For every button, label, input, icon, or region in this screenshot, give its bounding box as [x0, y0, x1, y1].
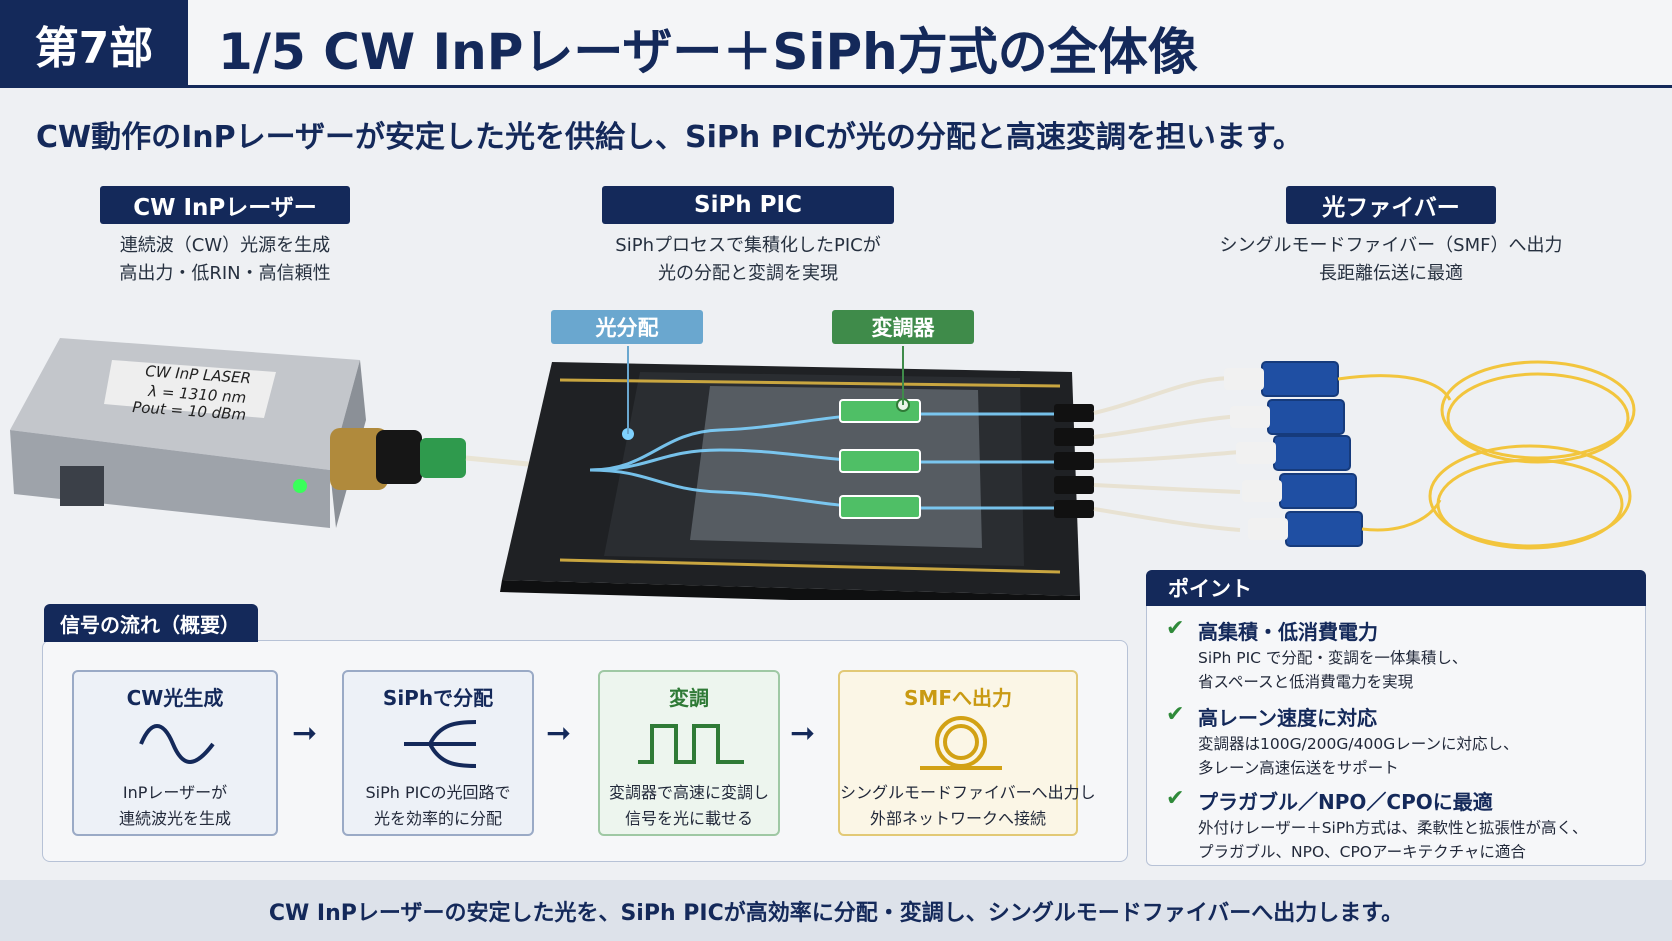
point-desc-line: 多レーン高速伝送をサポート	[1198, 759, 1399, 777]
points-title: ポイント	[1146, 570, 1646, 606]
flow-step-output: SMFへ出力 シングルモードファイバーへ出力し 外部ネットワークへ接続	[838, 670, 1096, 836]
point-desc-line: 外付けレーザー＋SiPh方式は、柔軟性と拡張性が高く、	[1198, 819, 1588, 837]
panel-desc-line: SiPhプロセスで集積化したPICが	[615, 235, 881, 256]
flow-step-desc: SiPh PICの光回路で 光を効率的に分配	[344, 780, 532, 832]
flow-step-modulate: 変調 変調器で高速に変調し 信号を光に載せる	[598, 670, 780, 836]
sine-wave-icon	[139, 724, 215, 764]
panel-desc-pic: SiPhプロセスで集積化したPICが 光の分配と変調を実現	[588, 232, 908, 288]
point-desc: 外付けレーザー＋SiPh方式は、柔軟性と拡張性が高く、 プラガブル、NPO、CP…	[1198, 816, 1588, 864]
flow-step-desc: InPレーザーが 連続波光を生成	[74, 780, 276, 832]
tag-modulator: 変調器	[832, 310, 974, 344]
panel-desc-line: シングルモードファイバー（SMF）へ出力	[1219, 235, 1563, 256]
check-icon: ✔	[1166, 786, 1185, 811]
footer-summary: CW InPレーザーの安定した光を、SiPh PICが高効率に分配・変調し、シン…	[0, 880, 1672, 941]
panel-label-fiber: 光ファイバー	[1286, 186, 1496, 224]
tag-split: 光分配	[551, 310, 703, 344]
flow-step-desc: シングルモードファイバーへ出力し 外部ネットワークへ接続	[840, 780, 1096, 832]
flow-step-line: 連続波光を生成	[118, 809, 231, 828]
point-desc: 変調器は100G/200G/400Gレーンに対応し、 多レーン高速伝送をサポート	[1198, 732, 1518, 780]
splitter-icon	[404, 720, 477, 768]
flow-step-line: InPレーザーが	[122, 783, 228, 802]
panel-desc-line: 長距離伝送に最適	[1319, 263, 1463, 284]
hardware-illustration: CW InP LASER λ = 1310 nm Pout = 10 dBm	[10, 338, 1636, 600]
fiber-connectors-image	[1093, 360, 1636, 550]
laser-module-image: CW InP LASER λ = 1310 nm Pout = 10 dBm	[10, 338, 591, 528]
pic-board-image	[500, 346, 1094, 600]
lead-text: CW動作のInPレーザーが安定した光を供給し、SiPh PICが光の分配と高速変…	[36, 120, 1303, 155]
flow-step-cw: CW光生成 InPレーザーが 連続波光を生成	[72, 670, 278, 836]
panel-label-laser: CW InPレーザー	[100, 186, 350, 224]
point-heading: 高レーン速度に対応	[1198, 706, 1377, 730]
flow-arrow-3: ➞	[790, 716, 816, 751]
point-heading: 高集積・低消費電力	[1198, 620, 1378, 644]
flow-step-split: SiPhで分配 SiPh PICの光回路で 光を効率的に分配	[342, 670, 534, 836]
points-box	[1146, 570, 1646, 866]
square-wave-icon	[638, 724, 744, 764]
check-icon: ✔	[1166, 616, 1185, 641]
signal-flow-title: 信号の流れ（概要）	[44, 604, 258, 642]
panel-desc-line: 光の分配と変調を実現	[658, 263, 838, 284]
flow-step-title: 変調	[669, 686, 709, 710]
panel-desc-fiber: シングルモードファイバー（SMF）へ出力 長距離伝送に最適	[1206, 232, 1576, 288]
flow-step-line: SiPh PICの光回路で	[365, 783, 511, 802]
part-label: 第7部	[0, 0, 188, 88]
header-bar: 第7部 1/5 CW InPレーザー＋SiPh方式の全体像	[0, 0, 1672, 88]
point-desc-line: 省スペースと低消費電力を実現	[1198, 673, 1414, 691]
flow-step-line: シングルモードファイバーへ出力し	[840, 783, 1096, 802]
point-desc-line: プラガブル、NPO、CPOアーキテクチャに適合	[1198, 843, 1526, 861]
flow-step-line: 信号を光に載せる	[624, 809, 753, 828]
point-desc: SiPh PIC で分配・変調を一体集積し、 省スペースと低消費電力を実現	[1198, 646, 1467, 694]
flow-step-line: 光を効率的に分配	[373, 809, 502, 828]
flow-arrow-1: ➞	[292, 716, 318, 751]
flow-step-title: SMFへ出力	[904, 686, 1012, 710]
page-title: 1/5 CW InPレーザー＋SiPh方式の全体像	[218, 23, 1198, 81]
panel-desc-laser: 連続波（CW）光源を生成 高出力・低RIN・高信頼性	[90, 232, 360, 288]
point-heading: プラガブル／NPO／CPOに最適	[1198, 790, 1493, 814]
panel-label-pic: SiPh PIC	[602, 186, 894, 224]
flow-step-title: CW光生成	[126, 686, 224, 710]
fiber-coil-icon	[920, 716, 1002, 770]
check-icon: ✔	[1166, 702, 1185, 727]
flow-step-title: SiPhで分配	[382, 686, 494, 710]
panel-desc-line: 高出力・低RIN・高信頼性	[119, 263, 331, 284]
flow-step-line: 変調器で高速に変調し	[608, 783, 769, 802]
panel-desc-line: 連続波（CW）光源を生成	[119, 235, 331, 256]
point-desc-line: 変調器は100G/200G/400Gレーンに対応し、	[1198, 735, 1519, 753]
flow-arrow-2: ➞	[546, 716, 572, 751]
flow-step-desc: 変調器で高速に変調し 信号を光に載せる	[600, 780, 778, 832]
point-desc-line: SiPh PIC で分配・変調を一体集積し、	[1198, 649, 1468, 667]
flow-step-line: 外部ネットワークへ接続	[869, 809, 1046, 828]
